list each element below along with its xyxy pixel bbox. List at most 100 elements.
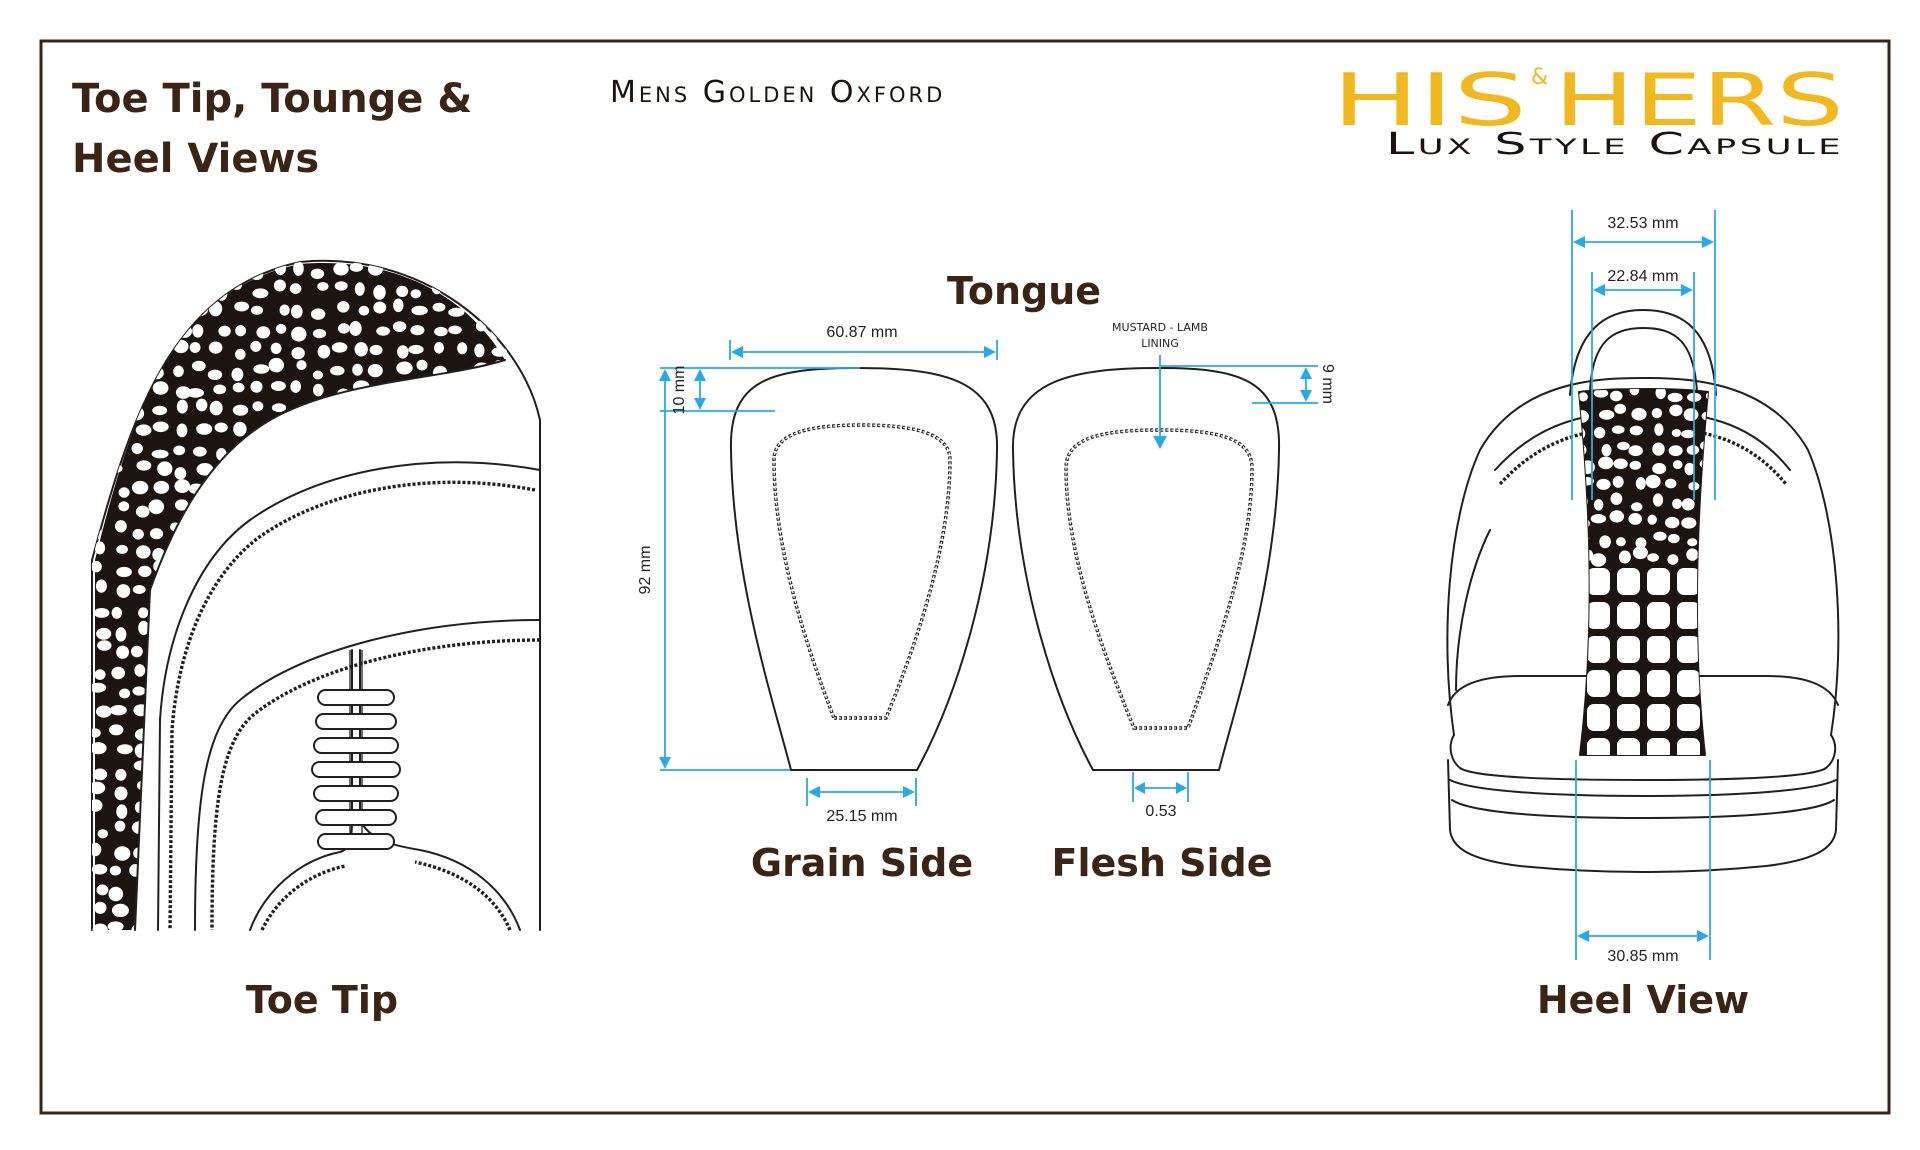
croc-scale [392, 402, 408, 416]
croc-scale [1598, 456, 1614, 470]
croc-scale [209, 400, 223, 416]
croc-scale [168, 866, 185, 880]
croc-scale [116, 544, 128, 554]
croc-scale [94, 265, 106, 276]
croc-scale [473, 721, 487, 737]
dim-heel-top-inner: 22.84 mm [1593, 268, 1693, 296]
croc-scale [492, 360, 505, 375]
croc-scale [453, 424, 466, 440]
croc-scale [467, 444, 483, 458]
croc-scale [387, 865, 404, 878]
croc-scale [377, 903, 391, 915]
croc-scale [270, 381, 286, 391]
croc-scale [96, 884, 109, 896]
croc-scale [493, 766, 507, 780]
croc-scale [329, 464, 344, 477]
croc-scale [470, 542, 482, 555]
croc-scale [496, 424, 508, 439]
croc-scale [434, 342, 444, 354]
croc-scale [1707, 636, 1708, 663]
croc-scale [234, 924, 248, 931]
croc-scale [333, 262, 349, 276]
croc-scale [92, 923, 108, 931]
croc-scale [95, 579, 107, 593]
croc-scale [132, 585, 146, 594]
croc-scale [215, 903, 226, 916]
croc-scale [373, 285, 386, 300]
croc-scale [155, 341, 168, 357]
croc-scale [428, 729, 444, 740]
croc-scale [272, 579, 283, 593]
croc-scale [211, 787, 225, 801]
croc-scale [409, 487, 425, 502]
croc-scale [319, 427, 330, 438]
croc-scale [192, 446, 207, 457]
croc-scale [1647, 602, 1670, 629]
croc-scale [196, 878, 213, 894]
croc-scale [494, 260, 507, 271]
croc-scale [197, 708, 212, 718]
croc-scale [450, 710, 468, 720]
croc-scale [207, 685, 223, 697]
croc-scale [488, 581, 505, 593]
croc-scale [250, 699, 267, 711]
croc-scale [436, 780, 451, 794]
lace [317, 689, 395, 706]
croc-scale [1590, 514, 1607, 524]
croc-scale [359, 483, 371, 493]
croc-scale [397, 345, 409, 359]
croc-scale [292, 921, 304, 931]
croc-scale [1579, 444, 1587, 456]
croc-scale [309, 923, 326, 931]
croc-scale [1647, 636, 1670, 663]
croc-scale [1647, 568, 1670, 595]
croc-scale [191, 302, 209, 317]
croc-scale [96, 367, 113, 379]
croc-scale [1672, 498, 1682, 509]
croc-scale [236, 703, 248, 715]
croc-scale [218, 325, 231, 337]
croc-scale [418, 901, 431, 913]
croc-scale [232, 404, 249, 416]
croc-scale [128, 343, 143, 353]
brand-hers: HERS [1554, 58, 1844, 142]
croc-scale [453, 460, 463, 474]
croc-scale [191, 842, 207, 854]
croc-scale [149, 528, 164, 540]
croc-scale [451, 664, 463, 680]
croc-scale [1617, 704, 1640, 731]
croc-scale [312, 328, 327, 339]
croc-scale [291, 567, 302, 581]
croc-scale [97, 829, 109, 839]
croc-scale [173, 742, 184, 758]
dim-heel-bottom-label: 30.85 mm [1607, 948, 1678, 965]
croc-scale [231, 367, 244, 382]
croc-scale [491, 347, 508, 357]
croc-scale [491, 543, 506, 558]
heel-view-label: Heel View [1537, 978, 1749, 1022]
lace [315, 809, 397, 826]
croc-scale [430, 406, 446, 422]
croc-scale [337, 899, 348, 912]
croc-scale [451, 387, 467, 401]
croc-scale [291, 347, 305, 360]
croc-scale [476, 844, 490, 855]
croc-scale [187, 279, 203, 294]
croc-scale [196, 463, 214, 476]
croc-scale [458, 368, 471, 379]
croc-scale [1579, 410, 1589, 423]
croc-scale [168, 927, 184, 931]
croc-scale [469, 466, 486, 480]
croc-scale [476, 904, 493, 915]
croc-scale [250, 305, 264, 315]
croc-scale [368, 528, 384, 538]
croc-scale [312, 370, 323, 380]
croc-scale [494, 780, 509, 794]
croc-scale [477, 862, 490, 873]
croc-scale [456, 407, 468, 422]
croc-scale [1654, 423, 1664, 436]
dim-heel-top-outer: 32.53 mm [1573, 215, 1714, 248]
croc-scale [490, 863, 506, 877]
croc-scale [1704, 554, 1708, 563]
